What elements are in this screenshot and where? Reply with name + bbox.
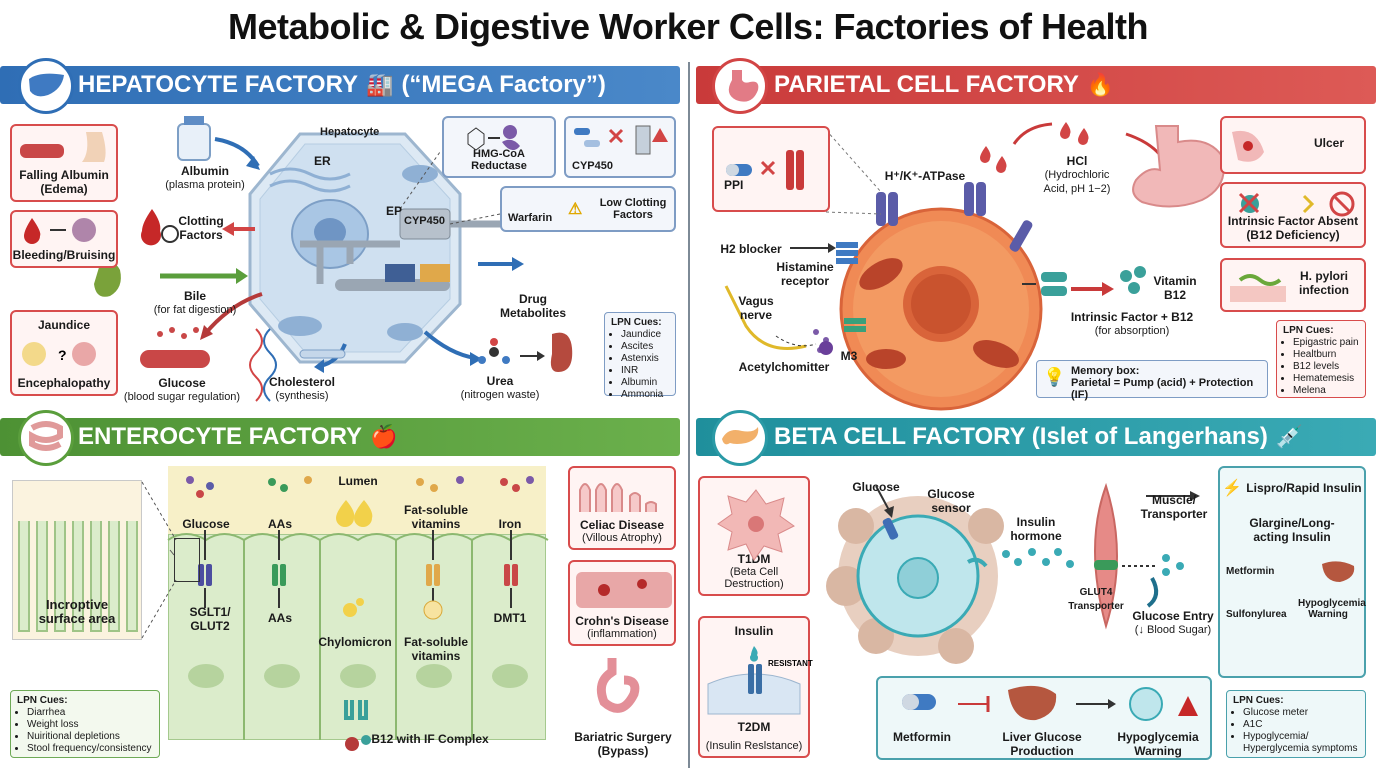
cyp450-card: CYP450 [564, 116, 676, 178]
liver-icon [18, 58, 74, 114]
vertical-divider [688, 62, 690, 768]
glucose-label: Glucose(blood sugar regulation) [123, 376, 241, 403]
aas-bottom-label: AAs [267, 611, 292, 625]
t1dm-card: T1DM(Beta Cell Destruction) [698, 476, 810, 596]
fire-icon: 🔥 [1086, 72, 1115, 97]
svg-text:?: ? [58, 347, 67, 363]
hepatocyte-banner-title: HEPATOCYTE FACTORY [78, 71, 359, 98]
h2-blocker-label: H2 blocker [720, 242, 782, 256]
parietal-banner: PARIETAL CELL FACTORY 🔥 [696, 66, 1376, 104]
dmt1-label: DMT1 [493, 611, 527, 625]
lumen-label: Lumen [338, 474, 378, 488]
lightbulb-icon: 💡 [1043, 367, 1066, 387]
enterocyte-banner: ENTEROCYTE FACTORY 🍎 [0, 418, 680, 456]
hypoglycemia-label: Hypoglycemia Warning [1117, 730, 1199, 758]
crohn-card: Crohn's Disease(inflammation) [568, 560, 676, 646]
sglt-label: SGLT1/ GLUT2 [189, 605, 231, 633]
warning-icon: ⚠ [567, 201, 583, 218]
surface-area-label: Incroptive surface area [38, 597, 116, 626]
stomach-icon [712, 58, 768, 114]
glut4-label: GLUT4 Transporter [1068, 587, 1124, 612]
pump-label: H⁺/K⁺-ATPase [884, 169, 966, 183]
hmg-coa-card: HMG-CoA Reductase [442, 116, 556, 178]
villi-surface-area [12, 480, 142, 640]
pancreas-icon [712, 410, 768, 466]
hepatocyte-diagram [94, 116, 573, 402]
b12-label: Vitamin B12 [1153, 274, 1197, 302]
er-label: ER [314, 154, 331, 168]
enterocyte-cells [168, 534, 546, 740]
glucose-top-label: Glucose [182, 517, 230, 531]
m3-label: M3 [840, 349, 858, 363]
memory-box: 💡 Memory box: Parietal = Pump (acid) + P… [1036, 360, 1268, 401]
histamine-label: Histamine receptor [776, 260, 834, 288]
celiac-card: Celiac Disease(Villous Atrophy) [568, 466, 676, 550]
ppi-card: PPI [712, 126, 830, 212]
bile-label: Bile(for fat digestion) [153, 289, 237, 316]
bariatric-stomach-icon [596, 658, 640, 713]
zoom-frame [174, 538, 200, 582]
warfarin-card: Warfarin ⚠ Low Clotting Factors [500, 186, 676, 232]
ach-label: Acetylchomitter [738, 360, 830, 374]
metformin-label: Metformin [893, 730, 951, 744]
factory-icon: 🏭 [366, 72, 394, 97]
beta-banner-title: BETA CELL FACTORY (Islet of Langerhans) [774, 423, 1268, 450]
fat-bottom-label: Fat-soluble vitamins [403, 635, 468, 663]
zoom-lines [141, 481, 177, 639]
syringe-icon: 💉 [1275, 424, 1304, 449]
resistant-text: RESISTANT [768, 659, 813, 668]
sensor-label: Glucose sensor [927, 487, 975, 515]
glucose-entry-label: Glucose Entry(↓ Blood Sugar) [1132, 609, 1214, 636]
hcl-label: HCl(Hydrochloric Acid, pH 1−2) [1043, 154, 1111, 195]
parietal-lpn-cues: LPN Cues: Epigastric painHealtburnB12 le… [1276, 320, 1366, 398]
b12-if-label: B12 with IF Complex [371, 732, 489, 746]
if-b12-label: Intrinsic Factor + B12(for absorption) [1070, 310, 1194, 337]
parietal-diagram [724, 122, 1225, 411]
hepatocyte-lpn-cues: LPN Cues: JaundiceAscitesAstenxis INRAlb… [604, 312, 676, 400]
urea-label: Urea(nitrogen waste) [460, 374, 540, 401]
page-title: Metabolic & Digestive Worker Cells: Fact… [227, 6, 1149, 47]
ep-label: EP [386, 204, 403, 218]
cyp-tank-label: CYP450 [404, 215, 445, 227]
beta-glucose-label: Glucose [852, 480, 900, 494]
t2dm-card: Insulin RESISTANT T2DM(Insulin Reslstanc… [698, 616, 813, 758]
cholesterol-label: Cholesterol(synthesis) [268, 375, 335, 402]
ulcer-card: Ulcer [1220, 116, 1366, 174]
apple-icon: 🍎 [370, 424, 398, 449]
falling-albumin-card: Falling Albumin(Edema) [10, 124, 118, 202]
metformin-box: Metformin Liver Glucose Production Hypog… [876, 676, 1212, 760]
bariatric-label: Bariatric Surgery(Bypass) [574, 730, 672, 758]
albumin-label: Albumin(plasma protein) [165, 164, 245, 191]
hepatocyte-banner-subtitle: (“MEGA Factory”) [401, 71, 606, 98]
vagus-label: Vagus nerve [738, 294, 774, 322]
iron-label: Iron [498, 517, 522, 531]
aas-top-label: AAs [267, 517, 292, 531]
hpylori-card: H. pylori infection [1220, 258, 1366, 312]
beta-lpn-cues: LPN Cues: Glucose meterA1CHypoglycemia/ … [1226, 690, 1366, 758]
muscle-label: Muscle/ Transporter [1140, 493, 1208, 521]
drug-metabolites-label: Drug Metabolites [499, 292, 566, 320]
clotting-label: Clotting Factors [178, 214, 224, 242]
lightning-icon: ⚡ [1222, 480, 1243, 497]
beta-diagram [826, 482, 1200, 664]
liver-glucose-label: Liver Glucose Production [1002, 730, 1082, 758]
fat-top-label: Fat-soluble vitamins [403, 503, 468, 531]
enterocyte-banner-title: ENTEROCYTE FACTORY [78, 423, 363, 450]
intestine-icon [18, 410, 74, 466]
enterocyte-lpn-cues: LPN Cues: DiarrheaWeight loss Nuiritiona… [10, 690, 160, 758]
jaundice-card: Jaundice ? Encephalopathy [10, 310, 118, 396]
insulin-drugs-card: ⚡Lispro/Rapid Insulin Glargine/Long-acti… [1218, 466, 1366, 678]
bleeding-card: Bleeding/Bruising [10, 210, 118, 268]
parietal-banner-title: PARIETAL CELL FACTORY [774, 71, 1079, 98]
beta-banner: BETA CELL FACTORY (Islet of Langerhans) … [696, 418, 1376, 456]
if-absent-card: Intrinsic Factor Absent(B12 Deficiency) [1220, 182, 1366, 248]
chylomicron-label: Chylomicron [318, 635, 392, 649]
hepatocyte-banner: HEPATOCYTE FACTORY 🏭 (“MEGA Factory”) [0, 66, 680, 104]
insulin-hormone-label: Insulin hormone [1010, 515, 1062, 543]
hepatocyte-label: Hepatocyte [320, 126, 380, 138]
